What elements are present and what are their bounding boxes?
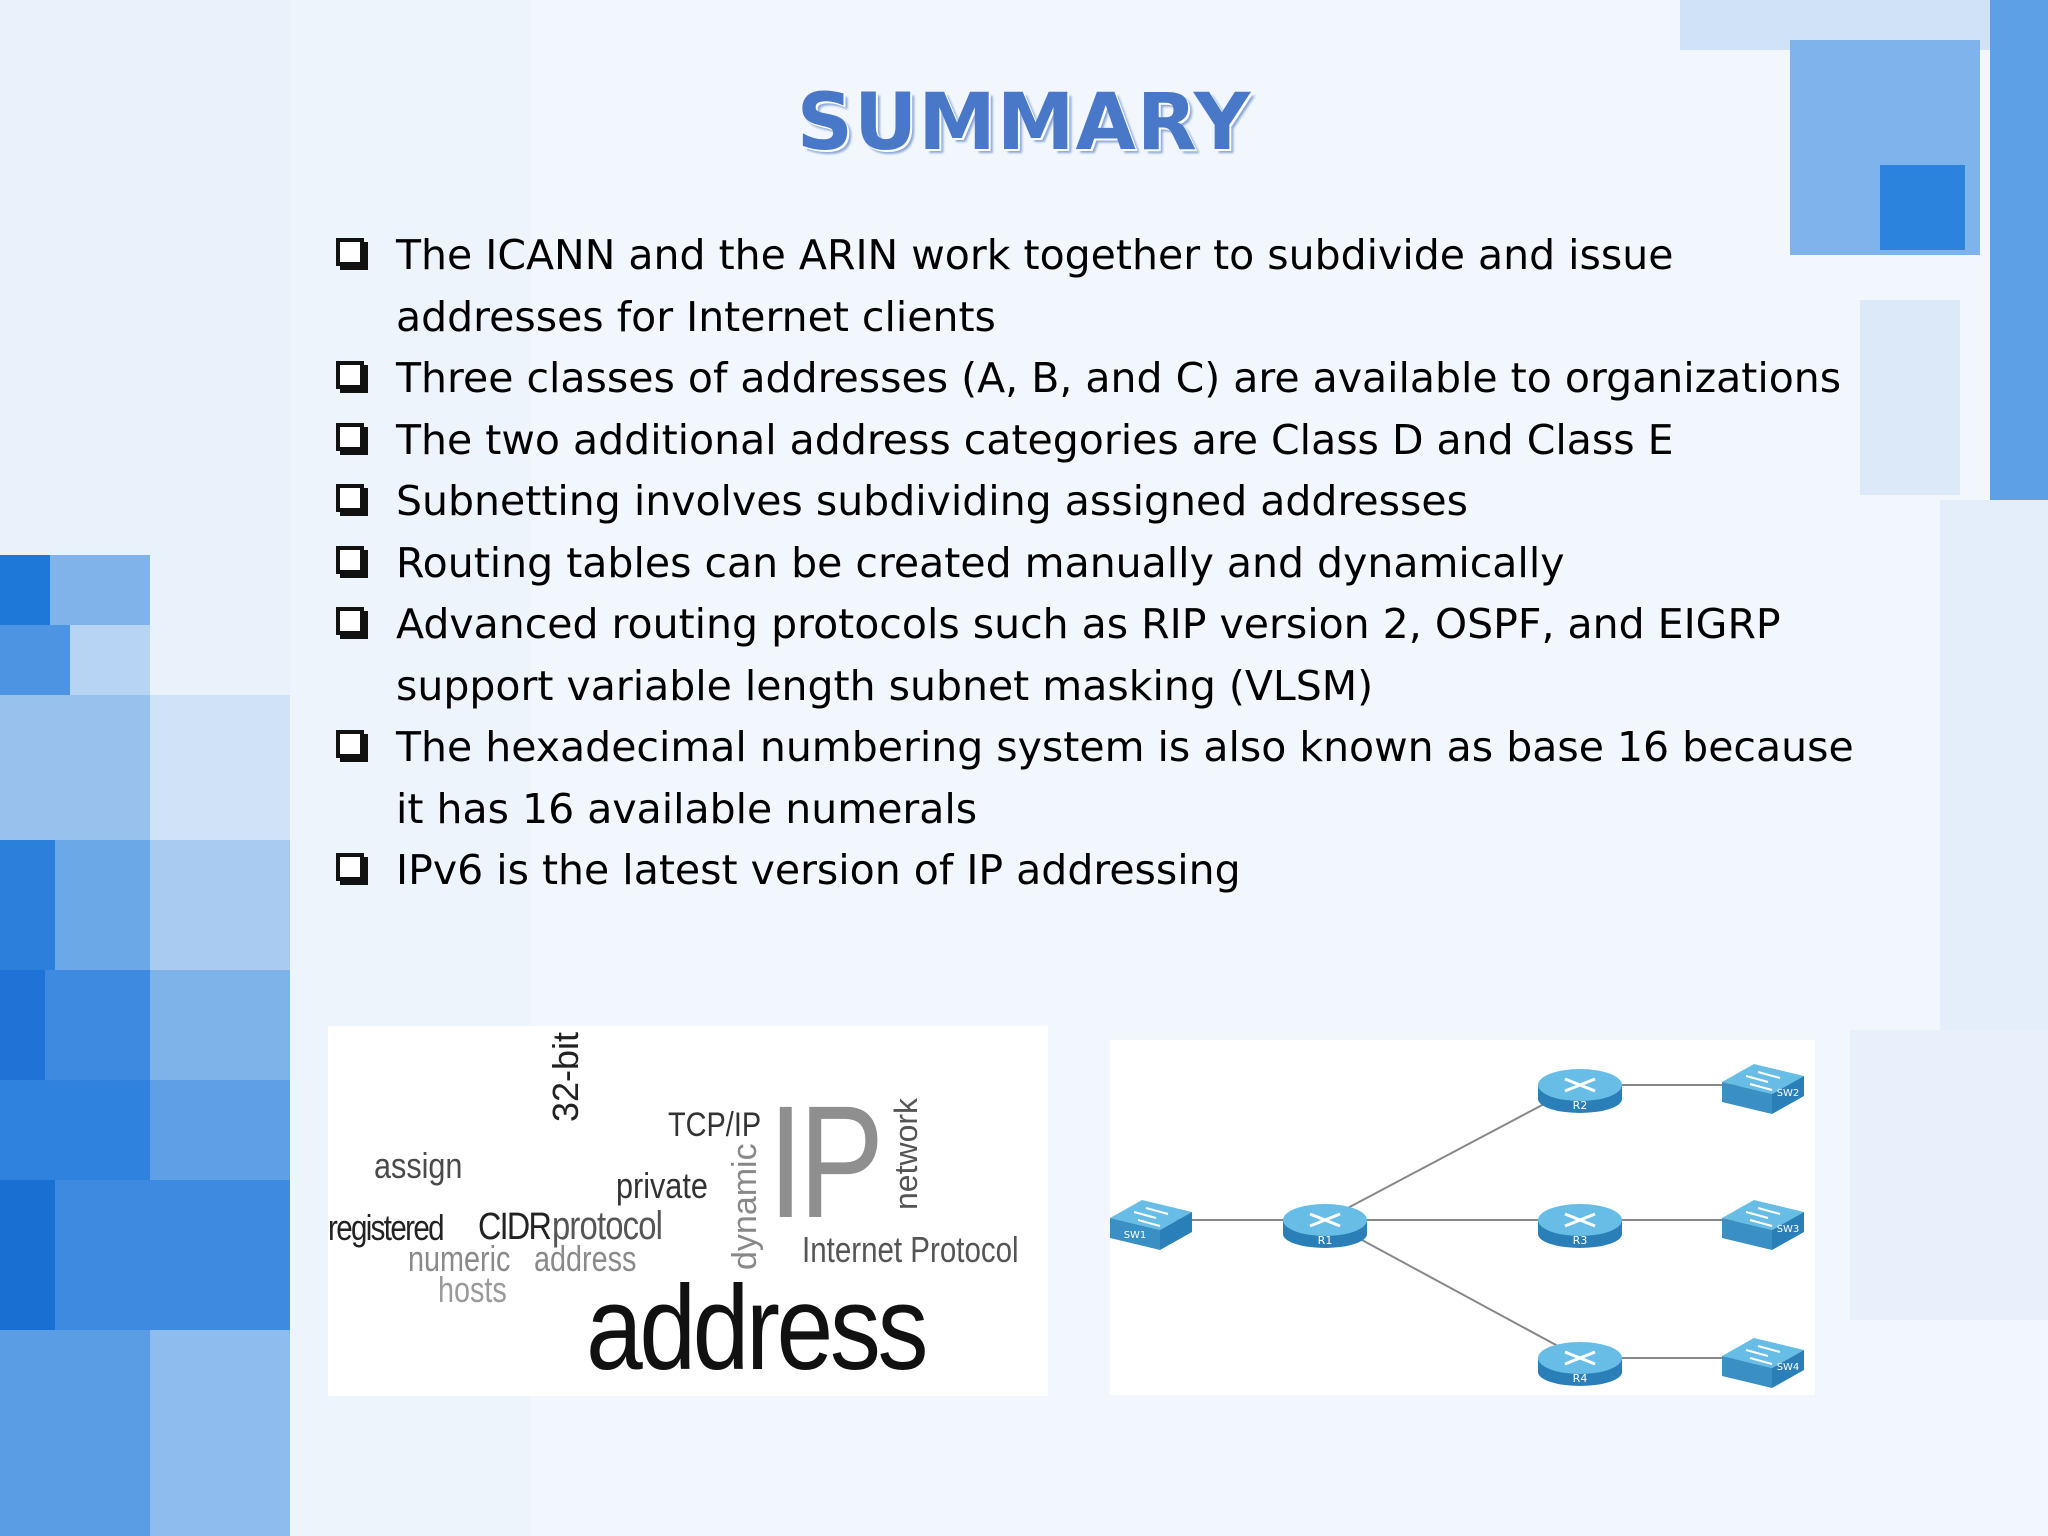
checkbox-bullet-icon [336,545,364,574]
bullet-item: Advanced routing protocols such as RIP v… [330,594,1880,717]
bullet-text: The hexadecimal numbering system is also… [396,723,1854,833]
router-r4-icon: R4 [1538,1342,1622,1386]
network-topology-diagram: R1 R2 R3 R4 SW1 [1110,1040,1815,1395]
bullet-list: The ICANN and the ARIN work together to … [330,225,1880,902]
word-network: network [888,1097,924,1210]
bullet-text: Subnetting involves subdividing assigned… [396,477,1468,525]
switch-label: SW2 [1777,1088,1800,1099]
word-registered: registered [328,1207,445,1248]
bullet-text: IPv6 is the latest version of IP address… [396,846,1241,894]
checkbox-bullet-icon [336,484,364,512]
switch-label: SW3 [1777,1224,1800,1235]
bullet-text: Routing tables can be created manually a… [396,538,1565,587]
link-r1-r2 [1324,1084,1581,1221]
router-label: R1 [1318,1234,1333,1247]
ip-word-cloud-image: assign registered CIDR protocol numeric … [328,1026,1048,1396]
router-label: R4 [1573,1372,1588,1385]
router-label: R2 [1573,1099,1588,1112]
router-r2-icon: R2 [1538,1069,1622,1113]
checkbox-bullet-icon [336,361,364,389]
bullet-item: Subnetting involves subdividing assigned… [330,471,1880,533]
router-label: R3 [1573,1234,1588,1247]
bullet-text: Advanced routing protocols such as RIP v… [396,600,1781,710]
router-r1-icon: R1 [1283,1204,1367,1248]
word-numeric: numeric [408,1238,511,1279]
bullet-item: Three classes of addresses (A, B, and C)… [330,348,1880,410]
bullet-text: The ICANN and the ARIN work together to … [396,231,1674,341]
slide-title: SUMMARY [796,78,1252,168]
checkbox-bullet-icon [336,607,364,635]
topology-svg: R1 R2 R3 R4 SW1 [1110,1064,1804,1388]
word-assign: assign [374,1145,463,1186]
checkbox-bullet-icon [336,853,364,881]
link-r1-r4 [1324,1219,1581,1359]
bullet-text: Three classes of addresses (A, B, and C)… [396,354,1842,402]
bullet-item: The two additional address categories ar… [330,410,1880,472]
word-address-big: address [586,1261,928,1395]
word-cidr: CIDR [478,1206,552,1248]
word-tcp-ip: TCP/IP [668,1106,762,1144]
word-internet-protocol: Internet Protocol [802,1229,1019,1270]
switch-label: SW4 [1777,1362,1800,1373]
word-hosts: hosts [438,1269,507,1310]
word-protocol: protocol [552,1204,663,1248]
word-32-bit: 32-bit [545,1031,586,1122]
bullet-item: Routing tables can be created manually a… [330,533,1880,595]
word-ip: IP [768,1072,884,1251]
bullet-item: The ICANN and the ARIN work together to … [330,225,1880,348]
bullet-item: IPv6 is the latest version of IP address… [330,840,1880,902]
switch-sw1-icon: SW1 [1110,1200,1192,1250]
word-address-small: address [534,1238,637,1279]
switch-label: SW1 [1124,1230,1147,1241]
switch-sw4-icon: SW4 [1722,1338,1804,1388]
bullet-item: The hexadecimal numbering system is also… [330,717,1880,840]
word-dynamic: dynamic [726,1143,764,1270]
switch-sw3-icon: SW3 [1722,1200,1804,1250]
switch-sw2-icon: SW2 [1722,1064,1804,1114]
checkbox-bullet-icon [336,730,364,758]
checkbox-bullet-icon [336,238,364,266]
checkbox-bullet-icon [336,422,364,451]
router-r3-icon: R3 [1538,1204,1622,1248]
bullet-text: The two additional address categories ar… [396,415,1674,464]
word-private: private [616,1165,708,1206]
